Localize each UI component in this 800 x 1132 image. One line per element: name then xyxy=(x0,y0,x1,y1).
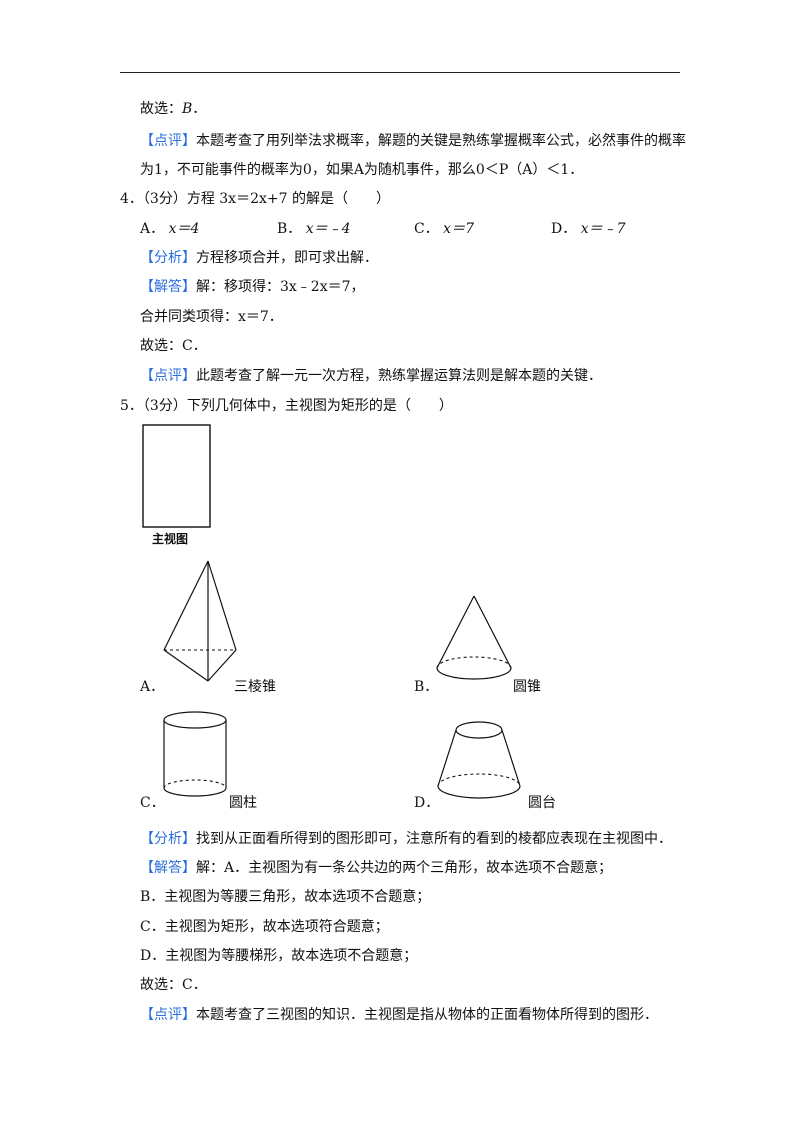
q5-solution: 【解答】解：A．主视图为有一条公共边的两个三角形，故本选项不合题意； xyxy=(140,858,612,878)
q4-solution-line2: 合并同类项得：x＝7． xyxy=(140,309,283,325)
q4-option-d-letter: D． xyxy=(551,221,577,237)
cylinder-figure xyxy=(163,711,227,797)
front-view-label: 主视图 xyxy=(152,532,189,546)
q5-answer: 故选：C． xyxy=(140,977,207,993)
analysis-tag: 【分析】 xyxy=(140,831,196,847)
q4-option-b-text: x＝﹣4 xyxy=(305,221,351,237)
cone-figure xyxy=(436,595,512,680)
prev-comment-line2: 为1，不可能事件的概率为0，如果A为随机事件，那么0＜P（A）＜1． xyxy=(140,162,584,178)
q5-number: 5． xyxy=(120,398,143,414)
q5-option-c-letter: C． xyxy=(140,795,165,811)
q5-comment-text: 本题考查了三视图的知识．主视图是指从物体的正面看物体所得到的图形． xyxy=(196,1007,658,1023)
q5-solution-line3: C．主视图为矩形，故本选项符合题意； xyxy=(140,919,389,935)
q4-option-b: B． x＝﹣4 xyxy=(277,219,351,239)
solution-tag: 【解答】 xyxy=(140,860,196,876)
q4-number: 4． xyxy=(120,191,143,207)
q5-option-d-letter: D． xyxy=(414,795,440,811)
prev-answer-prefix: 故选： xyxy=(140,101,182,117)
prev-comment-line1: 【点评】本题考查了用列举法求概率，解题的关键是熟练掌握概率公式，必然事件的概率 xyxy=(140,131,686,151)
q4-analysis-text: 方程移项合并，即可求出解． xyxy=(196,250,378,266)
solution-tag: 【解答】 xyxy=(140,279,196,295)
prev-comment-text1: 本题考查了用列举法求概率，解题的关键是熟练掌握概率公式，必然事件的概率 xyxy=(196,133,686,149)
frustum-figure xyxy=(437,721,521,799)
q5-solution-line2: B．主视图为等腰三角形，故本选项不合题意； xyxy=(140,889,431,905)
triangular-pyramid-figure xyxy=(163,560,237,682)
q4-option-b-letter: B． xyxy=(277,221,302,237)
q4-comment: 【点评】此题考查了解一元一次方程，熟练掌握运算法则是解本题的关键． xyxy=(140,366,602,386)
header-rule xyxy=(120,72,680,73)
prev-answer: 故选：B． xyxy=(140,99,206,119)
q5-option-b-name: 圆锥 xyxy=(513,679,541,695)
analysis-tag: 【分析】 xyxy=(140,250,196,266)
q4-option-c: C． x＝7 xyxy=(414,219,474,239)
q4-solution-text1: 解：移项得：3x﹣2x＝7， xyxy=(196,279,365,295)
q4-option-d-text: x＝﹣7 xyxy=(580,221,626,237)
q4-option-a: A． x＝4 xyxy=(140,219,199,239)
q5-option-a-name: 三棱锥 xyxy=(234,679,276,695)
q5-comment: 【点评】本题考查了三视图的知识．主视图是指从物体的正面看物体所得到的图形． xyxy=(140,1005,658,1025)
comment-tag: 【点评】 xyxy=(140,1007,196,1023)
q5-solution-text1: 解：A．主视图为有一条公共边的两个三角形，故本选项不合题意； xyxy=(196,860,613,876)
q4-analysis: 【分析】方程移项合并，即可求出解． xyxy=(140,248,378,268)
q5-option-a-letter: A． xyxy=(140,679,165,695)
q5-analysis: 【分析】找到从正面看所得到的图形即可，注意所有的看到的棱都应表现在主视图中． xyxy=(140,829,672,849)
comment-tag: 【点评】 xyxy=(140,133,196,149)
q4-option-c-text: x＝7 xyxy=(443,221,474,237)
q5-solution-line4: D．主视图为等腰梯形，故本选项不合题意； xyxy=(140,948,418,964)
q5-stem: 5．（3分）下列几何体中，主视图为矩形的是（ ） xyxy=(120,396,453,416)
prev-answer-suffix: ． xyxy=(192,101,207,117)
front-view-rectangle xyxy=(142,424,211,528)
q4-answer: 故选：C． xyxy=(140,338,207,354)
q5-stem-text: （3分）下列几何体中，主视图为矩形的是（ ） xyxy=(142,398,453,414)
prev-answer-letter: B xyxy=(182,101,193,117)
q5-option-b-letter: B． xyxy=(414,679,439,695)
q4-comment-text: 此题考查了解一元一次方程，熟练掌握运算法则是解本题的关键． xyxy=(196,368,602,384)
q4-stem-text: （3分）方程 3x＝2x+7 的解是（ ） xyxy=(142,191,390,207)
q4-option-d: D． x＝﹣7 xyxy=(551,219,626,239)
q4-option-c-letter: C． xyxy=(414,221,439,237)
comment-tag: 【点评】 xyxy=(140,368,196,384)
q4-stem: 4．（3分）方程 3x＝2x+7 的解是（ ） xyxy=(120,189,390,209)
q5-analysis-text: 找到从正面看所得到的图形即可，注意所有的看到的棱都应表现在主视图中． xyxy=(196,831,672,847)
q5-option-d-name: 圆台 xyxy=(528,795,556,811)
q4-option-a-text: x＝4 xyxy=(168,221,200,237)
q4-option-a-letter: A． xyxy=(140,221,165,237)
q5-option-c-name: 圆柱 xyxy=(229,795,257,811)
q4-solution: 【解答】解：移项得：3x﹣2x＝7， xyxy=(140,277,365,297)
